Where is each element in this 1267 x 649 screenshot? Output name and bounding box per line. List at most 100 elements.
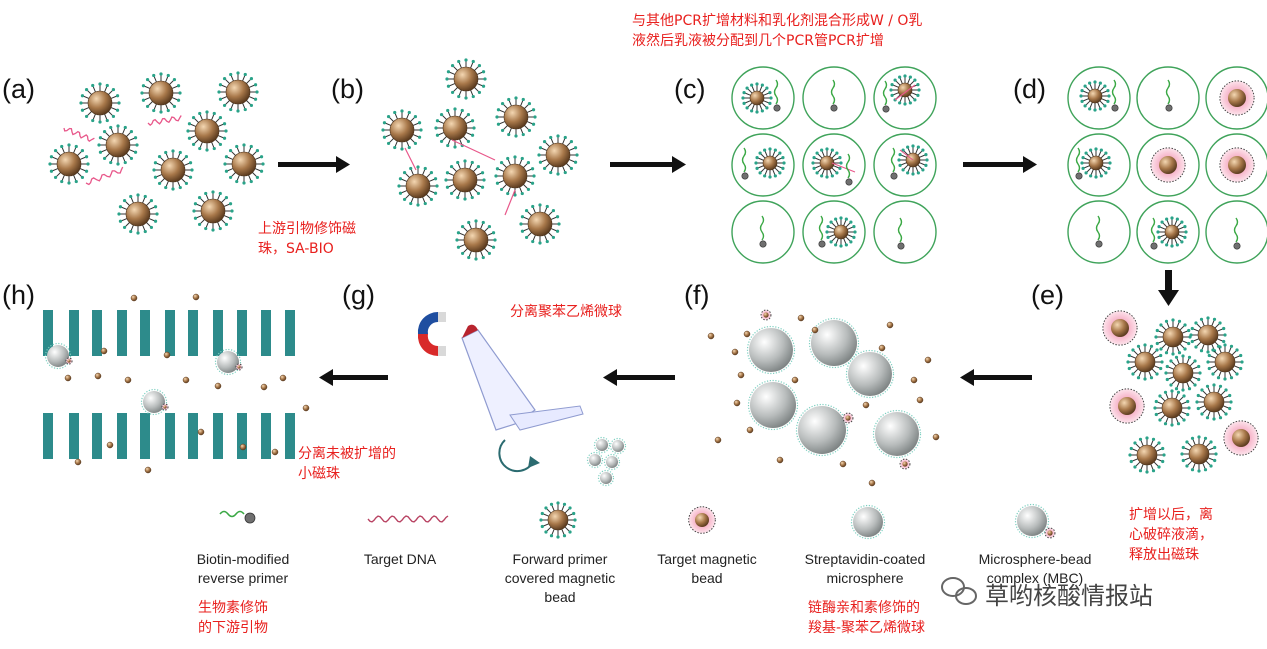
small-bead [714, 436, 722, 444]
small-bead [886, 321, 894, 329]
primer-bead [186, 110, 228, 152]
wechat-icon [941, 577, 977, 605]
filter-bar [261, 310, 271, 356]
target-magnetic-bead [1109, 388, 1145, 424]
note-separate-small-beads: 分离未被扩增的 小磁珠 [298, 446, 396, 482]
primer-bead [434, 107, 476, 149]
primer-bead [397, 165, 439, 207]
note-sa-microsphere: 链酶亲和素修饰的 羧基-聚苯乙烯微球 [808, 600, 926, 636]
panel-label-b: (b) [331, 74, 364, 104]
biotin-reverse-primer [1165, 79, 1173, 112]
filter-bar [213, 310, 223, 356]
filter-bar [43, 310, 53, 356]
legend-target-dna: Target DNA [363, 551, 437, 567]
small-bead [302, 404, 310, 412]
note-separate-microspheres: 分离聚苯乙烯微球 [510, 304, 622, 320]
small-bead [163, 351, 171, 359]
sa-microsphere [214, 348, 242, 376]
small-bead [746, 426, 754, 434]
legend-biotin-primer-icon [219, 510, 256, 524]
biotin-reverse-primer [1111, 79, 1119, 112]
small-bead [707, 332, 715, 340]
target-magnetic-bead [1219, 147, 1255, 183]
biotin-reverse-primer [1233, 217, 1241, 250]
filter-bar [213, 413, 223, 459]
watermark-text: 草哟核酸情报站 [985, 582, 1153, 610]
sa-microsphere [747, 379, 799, 431]
biotin-reverse-primer [759, 215, 767, 248]
small-bead [910, 376, 918, 384]
primer-bead [519, 203, 561, 245]
primer-bead [455, 219, 497, 261]
small-bead [743, 330, 751, 338]
small-bead [279, 374, 287, 382]
small-bead [197, 428, 205, 436]
emulsion-droplet [1205, 200, 1267, 264]
note-emulsion: 与其他PCR扩增材料和乳化剂混合形成W / O乳 液然后乳液被分配到几个PCR管… [632, 13, 923, 49]
filter-bar [92, 413, 102, 459]
emulsion-droplet [1136, 66, 1200, 130]
panel-g-magnetic-separation [417, 311, 627, 487]
small-bead [144, 466, 152, 474]
target-magnetic-bead [1223, 420, 1259, 456]
filter-bar [140, 413, 150, 459]
target-magnetic-bead [842, 412, 854, 424]
panel-label-h: (h) [2, 280, 35, 310]
emulsion-droplet [731, 200, 795, 264]
target-magnetic-bead [1044, 527, 1056, 539]
primer-bead [754, 147, 786, 179]
legend-target-bead: Target magnetic bead [657, 551, 757, 586]
panel-label-g: (g) [342, 280, 375, 310]
target-dna [504, 189, 516, 216]
small-bead [239, 443, 247, 451]
small-bead [124, 376, 132, 384]
filter-bar [237, 310, 247, 356]
panel-b-beads-dna [381, 58, 579, 261]
panel-label-e: (e) [1031, 280, 1064, 310]
filter-bar [69, 310, 79, 356]
legend-icons [219, 501, 1056, 540]
sa-microsphere [795, 403, 849, 457]
sa-microsphere [746, 325, 796, 375]
legend-sa-microsphere: Streptavidin-coated microsphere [804, 551, 926, 586]
filter-bar [43, 413, 53, 459]
primer-bead [1180, 435, 1218, 473]
target-magnetic-bead [1102, 310, 1138, 346]
small-bead [776, 456, 784, 464]
sa-microsphere [140, 388, 168, 416]
target-dna [147, 115, 182, 126]
filter-bar [165, 310, 175, 356]
biotin-reverse-primer [897, 217, 905, 250]
biotin-reverse-primer [818, 215, 826, 248]
emulsion-droplet [873, 200, 937, 264]
centrifuge-tube-icon [461, 324, 584, 431]
small-bead [100, 347, 108, 355]
panel-h-filter-separation [43, 293, 310, 474]
panel-label-f: (f) [684, 280, 709, 310]
primer-bead [539, 501, 577, 539]
sa-microsphere [1014, 503, 1050, 539]
target-dna [899, 149, 914, 161]
target-dna [404, 147, 417, 171]
primer-bead [217, 71, 259, 113]
target-magnetic-bead [760, 309, 772, 321]
sa-microsphere [586, 451, 604, 469]
primer-bead [494, 155, 536, 197]
filter-bar [261, 413, 271, 459]
arrow-d-to-e [1158, 270, 1179, 306]
primer-bead [1079, 80, 1111, 112]
target-magnetic-bead [161, 403, 169, 411]
target-magnetic-bead [688, 506, 716, 534]
primer-bead [889, 74, 921, 106]
primer-bead [97, 124, 139, 166]
target-magnetic-bead [899, 458, 911, 470]
small-bead [737, 371, 745, 379]
target-magnetic-bead [235, 363, 243, 371]
sa-microsphere [593, 436, 611, 454]
target-magnetic-bead [65, 357, 73, 365]
small-bead [733, 399, 741, 407]
primer-bead [223, 143, 265, 185]
small-bead [868, 479, 876, 487]
filter-bar [69, 413, 79, 459]
small-bead [260, 383, 268, 391]
